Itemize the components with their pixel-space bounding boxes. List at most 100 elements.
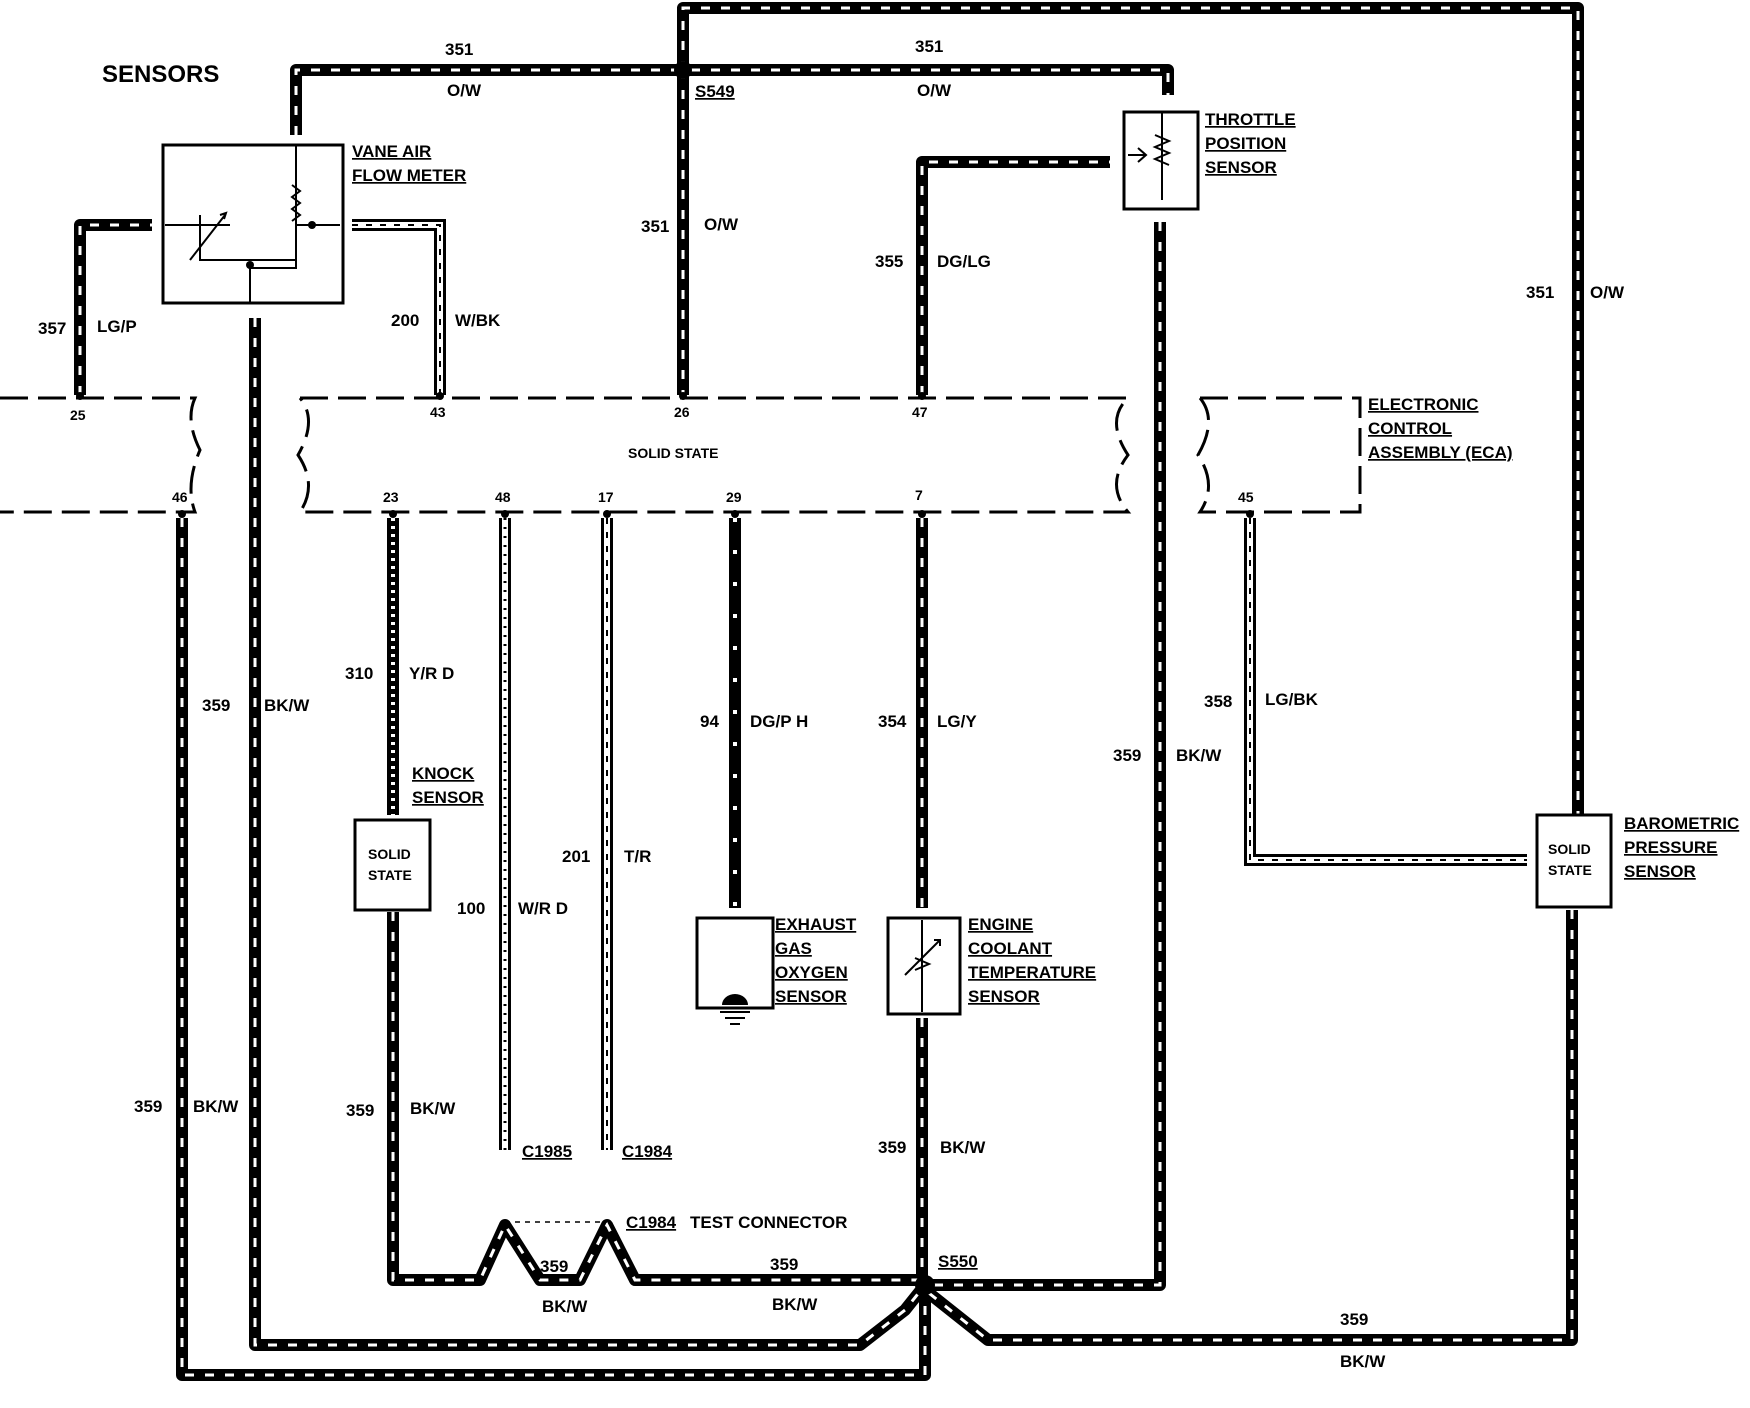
wire-358-num: 358 xyxy=(1204,692,1232,711)
ect-label-1: ENGINE xyxy=(968,915,1033,934)
wire-359-baro-color: BK/W xyxy=(1340,1352,1386,1371)
knock-sensor xyxy=(353,818,432,912)
wire-359-tps-color: BK/W xyxy=(1176,746,1222,765)
wire-355-num: 355 xyxy=(875,252,903,271)
wire-359-test-color: BK/W xyxy=(542,1297,588,1316)
splice-s550-dot xyxy=(915,1275,935,1295)
eca-main-block xyxy=(296,396,1132,514)
wire-100-num: 100 xyxy=(457,899,485,918)
wire-357-num: 357 xyxy=(38,319,66,338)
knock-label-1: KNOCK xyxy=(412,764,475,783)
wire-351-top-right-num: 351 xyxy=(915,37,943,56)
wire-310-num: 310 xyxy=(345,664,373,683)
baro-box-2: STATE xyxy=(1548,862,1592,878)
throttle-position-sensor xyxy=(1122,110,1200,211)
wire-351-top-right-color: O/W xyxy=(917,81,952,100)
knock-box-2: STATE xyxy=(368,867,412,883)
knock-box-1: SOLID xyxy=(368,846,411,862)
wire-351-ow xyxy=(290,2,1584,815)
pin-47: 47 xyxy=(912,404,928,420)
pin-26: 26 xyxy=(674,404,690,420)
pin-17: 17 xyxy=(598,489,614,505)
pin-43: 43 xyxy=(430,404,446,420)
wire-359-tps-num: 359 xyxy=(1113,746,1141,765)
wire-357-color: LG/P xyxy=(97,317,137,336)
wire-100-color: W/R D xyxy=(518,899,568,918)
wire-351-mid-color: O/W xyxy=(704,215,739,234)
vaf-label-1: VANE AIR xyxy=(352,142,431,161)
ect-label-3: TEMPERATURE xyxy=(968,963,1096,982)
page-title: SENSORS xyxy=(102,61,219,88)
wire-358-color: LG/BK xyxy=(1265,690,1319,709)
wire-351-mid-num: 351 xyxy=(641,217,669,236)
wire-358-lgbk xyxy=(1244,518,1527,866)
baro-label-3: SENSOR xyxy=(1624,862,1696,881)
pin-25: 25 xyxy=(70,407,86,423)
wire-354-num: 354 xyxy=(878,712,907,731)
wire-351-right-num: 351 xyxy=(1526,283,1554,302)
wire-357-lgp xyxy=(74,219,152,395)
splice-s550: S550 xyxy=(938,1252,978,1271)
wire-351-top-left-color: O/W xyxy=(447,81,482,100)
wire-359-left-color: BK/W xyxy=(193,1097,239,1116)
ect-label-4: SENSOR xyxy=(968,987,1040,1006)
wire-200-wbk xyxy=(352,219,446,395)
wire-200-num: 200 xyxy=(391,311,419,330)
splice-s549-dot xyxy=(674,61,692,79)
baro-label-1: BAROMETRIC xyxy=(1624,814,1739,833)
baro-box-1: SOLID xyxy=(1548,841,1591,857)
connector-c1984: C1984 xyxy=(622,1142,673,1161)
eca-left-block xyxy=(0,396,202,514)
vane-air-flow-meter xyxy=(161,143,345,305)
pin-7: 7 xyxy=(915,487,923,503)
pin-46: 46 xyxy=(172,489,188,505)
eca-right-block xyxy=(1196,396,1362,514)
wire-351-top-left-num: 351 xyxy=(445,40,473,59)
vaf-label-2: FLOW METER xyxy=(352,166,466,185)
pin-23: 23 xyxy=(383,489,399,505)
connector-c1985: C1985 xyxy=(522,1142,572,1161)
wire-359-baro-num: 359 xyxy=(1340,1310,1368,1329)
wire-359-vaf-num: 359 xyxy=(202,696,230,715)
wire-355-dglg xyxy=(916,156,1110,395)
knock-label-2: SENSOR xyxy=(412,788,484,807)
wire-354-color: LG/Y xyxy=(937,712,977,731)
ego-label-4: SENSOR xyxy=(775,987,847,1006)
wire-351-right-color: O/W xyxy=(1590,283,1625,302)
ego-label-2: GAS xyxy=(775,939,812,958)
wire-201-num: 201 xyxy=(562,847,590,866)
wire-201-color: T/R xyxy=(624,847,651,866)
eca-label-1: ELECTRONIC xyxy=(1368,395,1479,414)
tps-label-1: THROTTLE xyxy=(1205,110,1296,129)
wire-359-ect-color: BK/W xyxy=(940,1138,986,1157)
wire-359-knock-num: 359 xyxy=(346,1101,374,1120)
tps-label-3: SENSOR xyxy=(1205,158,1277,177)
pin-48: 48 xyxy=(495,489,511,505)
wire-359-knock-color: BK/W xyxy=(410,1099,456,1118)
pin-45: 45 xyxy=(1238,489,1254,505)
tps-label-2: POSITION xyxy=(1205,134,1286,153)
wire-359-bkw xyxy=(176,222,1578,1381)
ego-label-1: EXHAUST xyxy=(775,915,857,934)
eca-solid-state: SOLID STATE xyxy=(628,445,718,461)
eca-label-2: CONTROL xyxy=(1368,419,1452,438)
wire-200-color: W/BK xyxy=(455,311,501,330)
connector-c1984-test: C1984 xyxy=(626,1213,677,1232)
wire-359-test-num: 359 xyxy=(540,1257,568,1276)
wire-94-color: DG/P H xyxy=(750,712,808,731)
wire-359-bot-color: BK/W xyxy=(772,1295,818,1314)
pin-markers xyxy=(76,392,1254,518)
wire-359-left-num: 359 xyxy=(134,1097,162,1116)
baro-label-2: PRESSURE xyxy=(1624,838,1718,857)
barometric-pressure-sensor xyxy=(1535,813,1613,909)
test-connector-label: TEST CONNECTOR xyxy=(690,1213,847,1232)
ego-label-3: OXYGEN xyxy=(775,963,848,982)
wire-359-vaf-color: BK/W xyxy=(264,696,310,715)
exhaust-gas-oxygen-sensor xyxy=(695,916,775,1025)
wire-310-color: Y/R D xyxy=(409,664,454,683)
splice-s549: S549 xyxy=(695,82,735,101)
wire-94-num: 94 xyxy=(700,712,719,731)
pin-29: 29 xyxy=(726,489,742,505)
engine-coolant-temperature-sensor xyxy=(886,916,962,1016)
